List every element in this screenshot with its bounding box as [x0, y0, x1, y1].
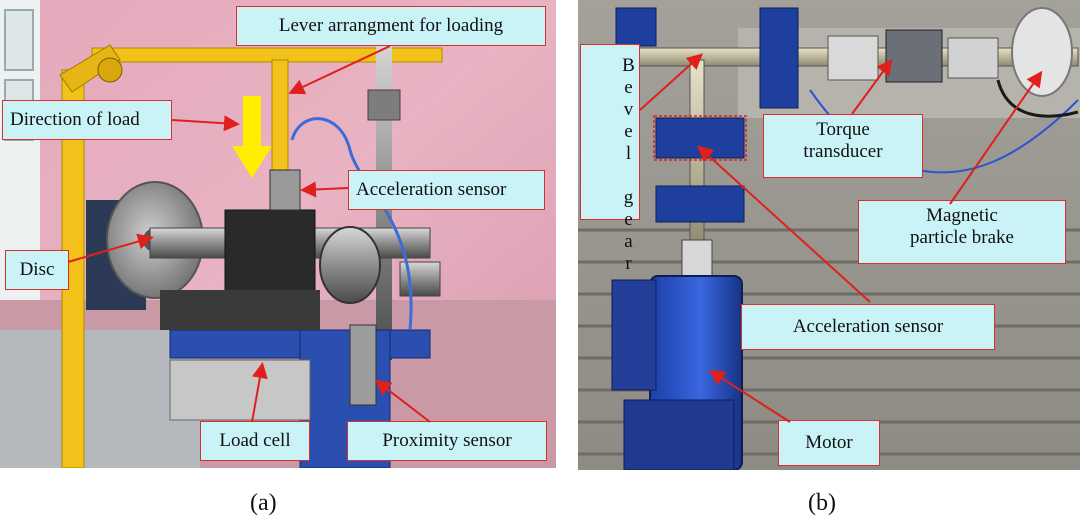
brake-line-1: Magnetic [926, 205, 998, 226]
photo-panel-b: Bevel gear Torque transducer Magnetic pa… [578, 0, 1080, 470]
caption-b: (b) [808, 490, 836, 516]
brake-line-2: particle brake [910, 226, 1014, 248]
rig-photo-a [0, 0, 556, 468]
torque-line-1: Torque [816, 119, 870, 140]
caption-a: (a) [250, 490, 277, 516]
bevel-gear-text: Bevel gear [618, 55, 639, 275]
label-acceleration-sensor-b: Acceleration sensor [741, 304, 995, 350]
torque-line-2: transducer [803, 140, 883, 162]
label-lever: Lever arrangment for loading [236, 6, 546, 46]
label-motor: Motor [778, 420, 880, 466]
label-magnetic-particle-brake: Magnetic particle brake [858, 200, 1066, 264]
label-proximity-sensor: Proximity sensor [347, 421, 547, 461]
label-bevel-gear: Bevel gear [580, 44, 640, 275]
label-disc: Disc [5, 250, 69, 290]
label-torque-transducer: Torque transducer [763, 114, 923, 178]
label-load-cell: Load cell [200, 421, 310, 461]
photo-panel-a: Lever arrangment for loading Direction o… [0, 0, 556, 468]
label-acceleration-sensor-a: Acceleration sensor [348, 170, 545, 210]
label-direction-of-load: Direction of load [2, 100, 172, 140]
